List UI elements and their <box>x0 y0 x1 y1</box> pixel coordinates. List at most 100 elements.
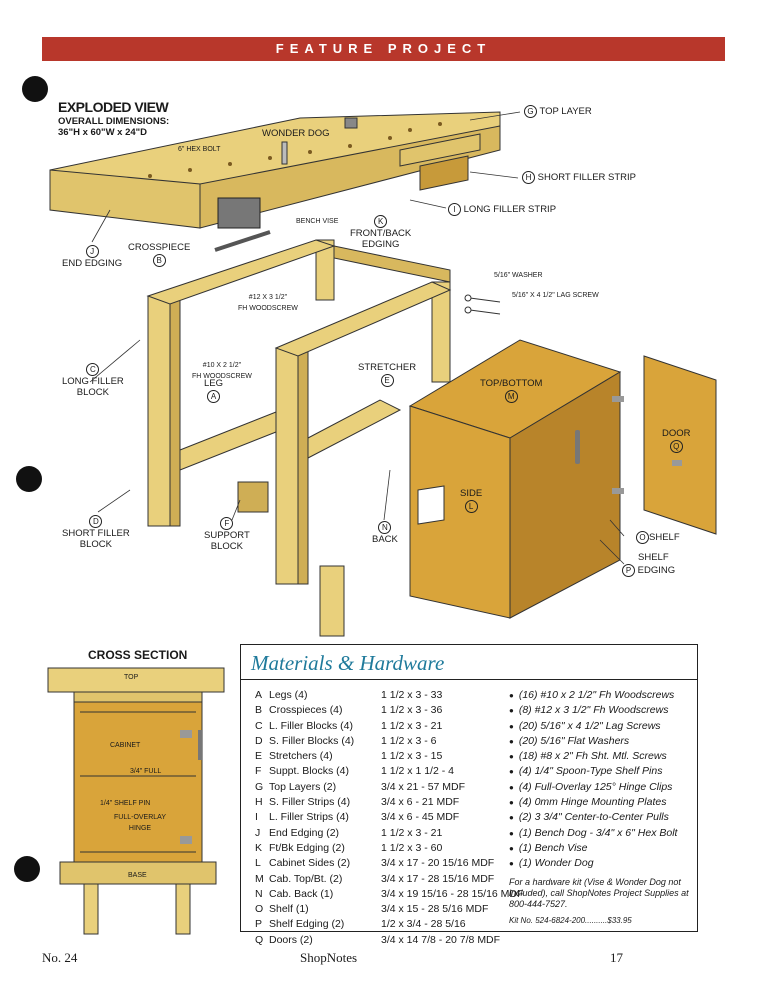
cross-label-base: BASE <box>128 872 147 879</box>
part-name: L. Filler Blocks (4) <box>269 719 354 732</box>
hardware-item: (4) 1/4" Spoon-Type Shelf Pins <box>509 765 677 780</box>
part-dimensions: 1 1/2 x 3 - 33 <box>381 689 443 701</box>
part-name: Crosspieces (4) <box>269 704 343 717</box>
hardware-item: (4) 0mm Hinge Mounting Plates <box>509 796 677 811</box>
part-name: Suppt. Blocks (4) <box>269 765 349 778</box>
part-letter: J <box>255 826 261 839</box>
part-letter: O <box>255 903 264 916</box>
hardware-item: (8) #12 x 3 1/2" Fh Woodscrews <box>509 704 677 719</box>
part-dimensions: 3/4 x 19 15/16 - 28 15/16 MDF <box>381 887 524 900</box>
footer-issue: No. 24 <box>42 950 78 965</box>
part-dimensions: 1 1/2 x 3 - 60 <box>381 841 443 854</box>
label-shelf-edging: SHELF P EDGING <box>622 552 675 577</box>
binder-hole-top <box>22 76 48 102</box>
label-wonder-dog: WONDER DOG <box>262 128 330 139</box>
label-woodscrew-12: #12 x 3 1/2"Fh WOODSCREW <box>238 294 298 312</box>
footer-magazine: ShopNotes <box>300 950 358 965</box>
part-name: Cab. Back (1) <box>269 887 334 900</box>
part-letter: B <box>255 704 263 717</box>
part-dimensions: 3/4 x 15 - 28 5/16 MDF <box>381 903 489 916</box>
label-woodscrew-10: #10 x 2 1/2"Fh WOODSCREW <box>192 362 252 380</box>
part-name: L. Filler Strips (4) <box>269 811 349 824</box>
part-name: Doors (2) <box>269 933 313 946</box>
part-name: Cab. Top/Bt. (2) <box>269 872 343 885</box>
part-dimensions: 3/4 x 6 - 45 MDF <box>381 811 460 824</box>
part-letter: G <box>255 780 264 793</box>
part-dimensions: 3/4 x 21 - 57 MDF <box>381 780 466 793</box>
hardware-item: (4) Full-Overlay 125° Hinge Clips <box>509 781 677 796</box>
part-dimensions: 1 1/2 x 3 - 21 <box>381 826 443 839</box>
binder-hole-bottom <box>14 856 40 882</box>
part-letter: K <box>255 841 263 854</box>
part-row: E Stretchers (4) 1 1/2 x 3 - 15 <box>255 750 523 765</box>
part-letter: E <box>255 750 263 763</box>
label-lag-screw: 5/16" x 4 1/2" LAG SCREW <box>512 292 599 299</box>
part-name: S. Filler Strips (4) <box>269 796 351 809</box>
part-dimensions: 3/4 x 6 - 21 MDF <box>381 796 460 809</box>
cross-label-cabinet: CABINET <box>110 742 141 749</box>
part-dimensions: 1 1/2 x 1 1/2 - 4 <box>381 765 454 778</box>
feature-project-banner: FEATURE PROJECT <box>42 37 725 61</box>
footer-page-number: 17 <box>610 950 623 965</box>
part-dimensions: 3/4 x 17 - 20 15/16 MDF <box>381 857 495 870</box>
part-letter: Q <box>255 933 264 946</box>
label-short-filler-strip: H SHORT FILLER STRIP <box>522 170 636 184</box>
part-row: F Suppt. Blocks (4) 1 1/2 x 1 1/2 - 4 <box>255 765 523 780</box>
part-name: S. Filler Blocks (4) <box>269 734 355 747</box>
part-name: Ft/Bk Edging (2) <box>269 841 345 854</box>
exploded-view-title: EXPLODED VIEW <box>58 99 169 115</box>
part-letter: F <box>255 765 262 778</box>
hardware-item: (18) #8 x 2" Fh Sht. Mtl. Screws <box>509 750 677 765</box>
label-top-layer: G TOP LAYER <box>524 104 592 118</box>
exploded-view-illustration <box>49 111 717 637</box>
hardware-item: (1) Bench Dog - 3/4" x 6" Hex Bolt <box>509 827 678 842</box>
materials-divider <box>241 679 697 680</box>
part-row: K Ft/Bk Edging (2) 1 1/2 x 3 - 60 <box>255 842 523 857</box>
part-letter: L <box>255 857 261 870</box>
label-hex-bolt: 6" HEX BOLT <box>178 146 221 153</box>
label-long-filler-strip: I LONG FILLER STRIP <box>448 202 556 216</box>
part-row: N Cab. Back (1) 3/4 x 19 15/16 - 28 15/16 … <box>255 888 523 903</box>
part-dimensions: 1 1/2 x 3 - 6 <box>381 734 437 747</box>
hardware-item: (1) Wonder Dog <box>509 857 677 872</box>
exploded-view-dimensions: OVERALL DIMENSIONS: 36"H x 60"W x 24"D <box>58 116 170 138</box>
hardware-item: (1) Bench Vise <box>509 842 677 857</box>
part-name: End Edging (2) <box>269 826 340 839</box>
part-letter: P <box>255 918 263 931</box>
hardware-item: (20) 5/16" x 4 1/2" Lag Screws <box>509 720 677 735</box>
part-dimensions: 1 1/2 x 3 - 15 <box>381 750 443 763</box>
part-dimensions: 1 1/2 x 3 - 36 <box>381 704 443 717</box>
part-letter: C <box>255 719 263 732</box>
hardware-item: (20) 5/16" Flat Washers <box>509 735 677 750</box>
part-row: I L. Filler Strips (4) 3/4 x 6 - 45 MDF <box>255 811 523 826</box>
part-letter: N <box>255 887 263 900</box>
kit-number: Kit No. 524-6824-200..........$33.95 <box>509 916 632 925</box>
part-name: Stretchers (4) <box>269 750 333 763</box>
binder-hole-middle <box>16 466 42 492</box>
part-letter: I <box>255 811 258 824</box>
materials-title: Materials & Hardware <box>251 651 445 675</box>
part-letter: M <box>255 872 264 885</box>
